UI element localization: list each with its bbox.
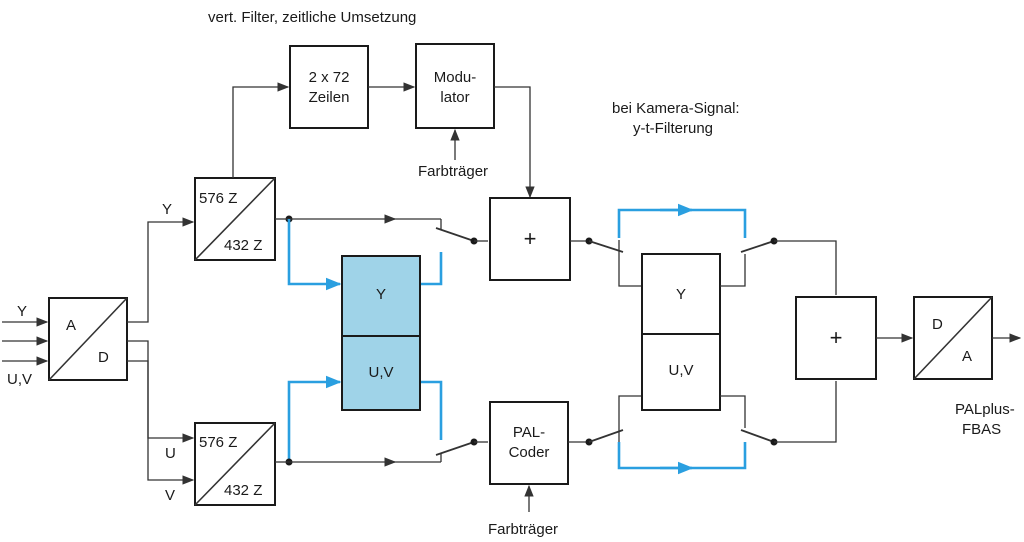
memory-left-y-label: Y	[376, 286, 386, 303]
signal-y-label: Y	[162, 201, 172, 218]
switch-uv-output-right	[720, 381, 837, 446]
line-buffer-block: 2 x 72 Zeilen	[289, 45, 369, 129]
ad-d-label: D	[98, 349, 109, 366]
adder-top-block: +	[489, 197, 571, 281]
modulator-label-1: Modu-	[434, 69, 477, 86]
input-uv-label: U,V	[7, 371, 32, 388]
pal-coder-label-1: PAL-	[513, 424, 545, 441]
da-converter-block: D A	[913, 296, 993, 380]
memory-right-block: Y U,V	[641, 253, 721, 411]
camera-signal-label-line2: y-t-Filterung	[633, 120, 713, 137]
converter-y-top-label: 576 Z	[199, 190, 237, 207]
adder-top-symbol: +	[524, 226, 537, 251]
signal-u-label: U	[165, 445, 176, 462]
line-buffer-label-2: Zeilen	[309, 89, 350, 106]
switch-y-input	[435, 227, 488, 245]
carrier-top-label: Farbträger	[418, 163, 488, 180]
ad-output-wires	[127, 217, 195, 485]
converter-uv-bottom-label: 432 Z	[224, 482, 262, 499]
blue-path-uv-in	[287, 375, 342, 462]
ad-converter-block: A D	[48, 297, 128, 381]
blue-bypass-top	[617, 208, 747, 238]
wire-modulator-to-adder	[494, 86, 535, 199]
wire-to-line-buffer	[232, 82, 290, 178]
uv-direct-path	[275, 454, 442, 467]
blue-path-y-in	[287, 219, 342, 291]
switch-uv-output-left	[568, 395, 642, 446]
converter-uv-top-label: 576 Z	[199, 434, 237, 451]
signal-v-label: V	[165, 487, 175, 504]
vert-filter-label: vert. Filter, zeitliche Umsetzung	[208, 9, 416, 26]
output-label-line2: FBAS	[962, 421, 1001, 438]
blue-path-uv-out	[420, 380, 443, 440]
memory-right-y-label: Y	[676, 286, 686, 303]
blue-path-y-out	[420, 252, 443, 286]
switch-uv-input	[435, 438, 488, 456]
adder-output-symbol: +	[830, 325, 843, 350]
pal-coder-label-2: Coder	[509, 444, 550, 461]
input-y-label: Y	[17, 303, 27, 320]
line-converter-y-block: 576 Z 432 Z	[194, 177, 276, 261]
line-converter-uv-block: 576 Z 432 Z	[194, 422, 276, 506]
carrier-bottom-label: Farbträger	[488, 521, 558, 538]
memory-left-uv-label: U,V	[368, 364, 393, 381]
memory-right-uv-label: U,V	[668, 362, 693, 379]
switch-y-output-right	[720, 237, 837, 295]
modulator-label-2: lator	[440, 89, 469, 106]
output-label-line1: PALplus-	[955, 401, 1015, 418]
switch-y-output-left	[570, 237, 642, 287]
blue-bypass-bottom	[617, 442, 747, 470]
y-direct-path	[275, 214, 442, 229]
line-buffer-label-1: 2 x 72	[309, 69, 350, 86]
da-d-label: D	[932, 316, 943, 333]
ad-a-label: A	[66, 317, 76, 334]
pal-coder-block: PAL- Coder	[489, 401, 569, 485]
memory-left-block: Y U,V	[341, 255, 421, 411]
camera-signal-label-line1: bei Kamera-Signal:	[612, 100, 740, 117]
adder-output-block: +	[795, 296, 877, 380]
converter-y-bottom-label: 432 Z	[224, 237, 262, 254]
da-a-label: A	[962, 348, 972, 365]
input-lines	[2, 317, 49, 366]
modulator-block: Modu- lator	[415, 43, 495, 129]
